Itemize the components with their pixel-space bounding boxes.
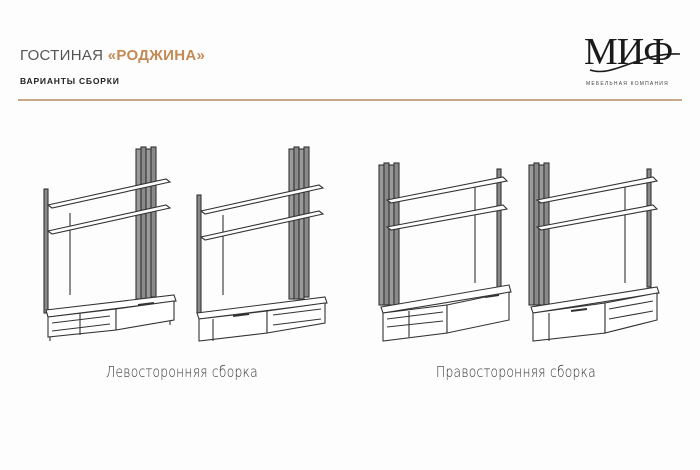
caption-right-assembly: Правосторонняя сборка [436,363,596,381]
title-prefix: ГОСТИНАЯ [20,47,108,64]
furniture-unit-right-1 [378,162,512,342]
furniture-unit-left-2 [196,146,328,342]
header-divider [18,99,682,101]
logo-tagline: МЕБЕЛЬНАЯ КОМПАНИЯ [586,81,669,87]
logo-swoosh-icon [589,53,681,73]
furniture-unit-left-1 [43,146,177,341]
page-title: ГОСТИНАЯ «РОДЖИНА» [20,47,205,64]
title-accent: «РОДЖИНА» [107,47,206,64]
logo-wordmark: МИФ [584,31,673,73]
caption-left-assembly: Левосторонняя сборка [106,363,258,381]
brand-logo: МИФ МЕБЕЛЬНАЯ КОМПАНИЯ [584,32,684,92]
furniture-unit-right-2 [528,162,660,342]
page-subtitle: ВАРИАНТЫ СБОРКИ [20,76,120,86]
